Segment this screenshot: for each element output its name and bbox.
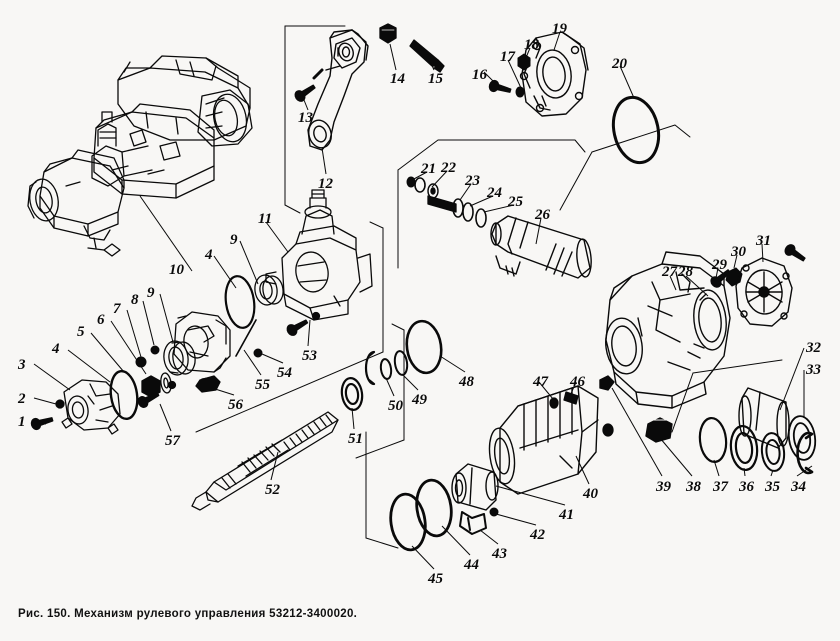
callout-21: 21 xyxy=(421,161,436,177)
callout-57: 57 xyxy=(165,433,180,449)
part-12-pitman-arm xyxy=(307,29,369,151)
callout-26: 26 xyxy=(535,207,550,223)
callout-42: 42 xyxy=(530,527,545,543)
part-23-bolt-long xyxy=(427,195,464,218)
callout-30: 30 xyxy=(731,244,746,260)
part-13-bolt xyxy=(292,68,324,104)
callout-56: 56 xyxy=(228,397,243,413)
figure-caption: Рис. 150. Механизм рулевого управления 5… xyxy=(18,608,358,620)
part-9-bearing-pump xyxy=(254,274,284,306)
callout-50: 50 xyxy=(388,398,403,414)
part-40-piston-rack xyxy=(488,385,599,495)
part-35-ring xyxy=(760,432,786,472)
part-11-pump-housing xyxy=(265,189,373,321)
callout-10: 10 xyxy=(169,262,184,278)
callout-54: 54 xyxy=(277,365,292,381)
callout-6: 6 xyxy=(97,312,105,328)
part-pump-end-cover xyxy=(61,379,121,435)
part-53-bolt xyxy=(284,311,321,338)
callout-5: 5 xyxy=(77,324,85,340)
callout-47: 47 xyxy=(533,374,548,390)
part-2-washer xyxy=(55,399,65,409)
callout-33: 33 xyxy=(806,362,821,378)
callout-35: 35 xyxy=(765,479,780,495)
callout-7: 7 xyxy=(113,301,121,317)
group-bracket-pitman xyxy=(284,25,346,214)
part-52-screw-shaft xyxy=(191,411,339,511)
callout-43: 43 xyxy=(492,546,507,562)
part-pump-body-small xyxy=(173,311,231,373)
callout-52: 52 xyxy=(265,482,280,498)
callout-12: 12 xyxy=(318,176,333,192)
callout-20: 20 xyxy=(612,56,627,72)
callout-39: 39 xyxy=(656,479,671,495)
callout-11: 11 xyxy=(258,211,273,227)
part-55-pin xyxy=(235,319,257,357)
exploded-diagram-canvas xyxy=(27,23,817,552)
callout-18: 18 xyxy=(524,37,539,53)
part-36-seal xyxy=(729,424,759,472)
callout-13: 13 xyxy=(298,110,313,126)
callout-55: 55 xyxy=(255,377,270,393)
callout-37: 37 xyxy=(713,479,728,495)
callout-32: 32 xyxy=(806,340,821,356)
callout-9: 9 xyxy=(147,285,155,301)
callout-40: 40 xyxy=(583,486,598,502)
part-5-6-nut-washer xyxy=(141,372,172,398)
part-48-oring xyxy=(405,319,443,375)
part-25-ring xyxy=(475,208,487,228)
part-50b-snapring xyxy=(364,350,376,386)
callout-24: 24 xyxy=(487,185,502,201)
callout-46: 46 xyxy=(570,374,585,390)
callout-8: 8 xyxy=(131,292,139,308)
callout-4: 4 xyxy=(52,341,60,357)
callout-44: 44 xyxy=(464,557,479,573)
callout-49: 49 xyxy=(412,392,427,408)
callout-17: 17 xyxy=(500,49,515,65)
part-41-sleeve xyxy=(451,463,499,511)
callout-15: 15 xyxy=(428,71,443,87)
part-24-ring xyxy=(462,202,474,222)
part-steering-gear-assembly xyxy=(27,55,253,257)
group-bracket-pumpbody xyxy=(195,221,384,433)
part-57-bolt xyxy=(135,380,177,410)
callout-27: 27 xyxy=(662,264,677,280)
part-14-nut xyxy=(379,23,397,44)
part-54-ball xyxy=(253,348,263,358)
part-18-nut xyxy=(517,53,531,71)
part-26-valve-housing xyxy=(490,215,592,279)
callout-19: 19 xyxy=(552,21,567,37)
callout-38: 38 xyxy=(686,479,701,495)
group-bracket-valve xyxy=(397,139,586,269)
part-44-oring xyxy=(415,478,453,538)
callout-34: 34 xyxy=(791,479,806,495)
part-31-cover-plate xyxy=(735,257,793,327)
callout-4b: 4 xyxy=(205,247,213,263)
callout-31: 31 xyxy=(756,233,771,249)
callout-9b: 9 xyxy=(230,232,238,248)
group-bracket-seals xyxy=(671,359,783,433)
callout-23: 23 xyxy=(465,173,480,189)
callout-53: 53 xyxy=(302,348,317,364)
callout-51: 51 xyxy=(348,431,363,447)
callout-22: 22 xyxy=(441,160,456,176)
group-bracket-orings xyxy=(365,431,399,549)
callout-14: 14 xyxy=(390,71,405,87)
part-42-ball xyxy=(489,507,499,517)
callout-36: 36 xyxy=(739,479,754,495)
callout-29: 29 xyxy=(712,257,727,273)
callout-2: 2 xyxy=(18,391,26,407)
callout-45: 45 xyxy=(428,571,443,587)
group-bracket-oring20 xyxy=(559,124,691,211)
callout-1: 1 xyxy=(18,414,26,430)
callout-25: 25 xyxy=(508,194,523,210)
callout-3: 3 xyxy=(18,357,26,373)
callout-16: 16 xyxy=(472,67,487,83)
callout-41: 41 xyxy=(559,507,574,523)
part-17-washer xyxy=(515,86,525,98)
callout-48: 48 xyxy=(459,374,474,390)
callout-28: 28 xyxy=(678,264,693,280)
